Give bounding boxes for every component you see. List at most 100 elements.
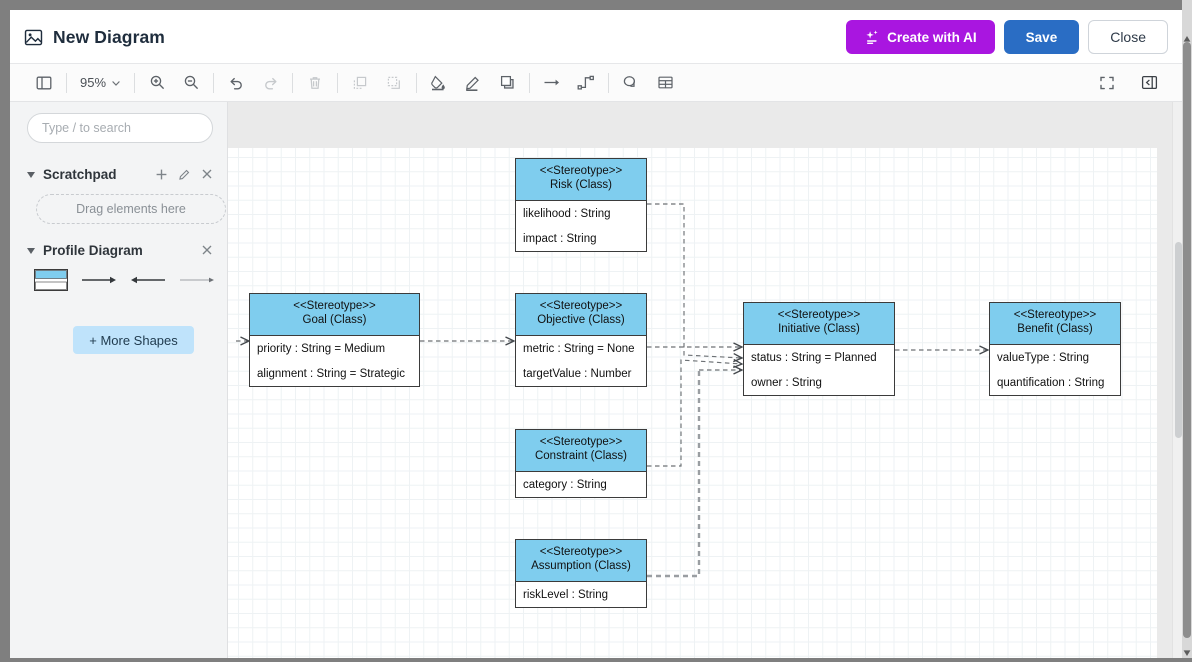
stereotype-label: <<Stereotype>>: [1013, 309, 1097, 321]
connector-constraint-initiative[interactable]: [647, 360, 742, 467]
sparkle-icon: [864, 29, 880, 45]
uml-class-goal[interactable]: <<Stereotype>>Goal (Class) priority : Str…: [249, 293, 420, 387]
plain-line-thumb[interactable]: [179, 273, 215, 291]
class-name-label: Objective (Class): [537, 314, 625, 326]
uml-class-benefit[interactable]: <<Stereotype>> Benefit (Class) valueType :…: [989, 302, 1121, 396]
line-color-icon[interactable]: [459, 69, 487, 97]
uml-class-header-benefit: <<Stereotype>> Benefit (Class): [990, 303, 1120, 345]
canvas-scrollbar[interactable]: [1172, 102, 1182, 658]
uml-class-header-goal: <<Stereotype>>Goal (Class): [250, 294, 419, 336]
more-shapes-button[interactable]: + More Shapes: [73, 326, 194, 354]
stereotype-label: <<Stereotype>>: [777, 309, 861, 321]
shape-palette: [34, 266, 224, 298]
uml-attribute: status : String = Planned: [751, 351, 877, 364]
class-name-label: Risk (Class): [550, 179, 612, 191]
plus-icon[interactable]: [155, 168, 168, 181]
uml-class-header-initiative: <<Stereotype>> Initiative (Class): [744, 303, 894, 345]
header-actions: Create with AI Save Close: [846, 10, 1168, 64]
canvas-scrollbar-thumb[interactable]: [1174, 242, 1182, 438]
chevron-down-icon[interactable]: [27, 247, 35, 254]
toggle-right-panel-icon[interactable]: [1135, 69, 1163, 97]
window-scrollbar-thumb[interactable]: [1183, 42, 1191, 638]
uml-class-header-risk: <<Stereotype>> Risk (Class): [516, 159, 646, 201]
diagram-page: [228, 148, 1157, 658]
uml-attribute: riskLevel : String: [523, 588, 609, 601]
connector-layer: [236, 203, 1172, 578]
close-icon[interactable]: [201, 168, 213, 180]
shapes-sidebar: Scratchpad Drag elements here Profile Di…: [10, 102, 228, 658]
create-with-ai-label: Create with AI: [887, 29, 977, 45]
shadow-icon[interactable]: [493, 69, 521, 97]
diagram-editor-window: New Diagram Create with AI Save Close: [10, 10, 1182, 658]
to-back-icon[interactable]: [380, 69, 408, 97]
stereotype-label: <<Stereotype>>: [539, 165, 623, 177]
uml-attribute: likelihood : String: [523, 207, 611, 220]
chevron-down-icon: [112, 80, 120, 86]
uml-attribute: targetValue : Number: [523, 367, 632, 380]
uml-class-constraint[interactable]: <<Stereotype>> Constraint (Class) category…: [515, 429, 647, 498]
diagram-canvas[interactable]: <<Stereotype>> Risk (Class) likelihood : S…: [228, 102, 1172, 658]
scroll-down-arrow[interactable]: [1183, 644, 1191, 656]
more-shapes-label: + More Shapes: [89, 332, 178, 348]
class-name-label: Initiative (Class): [778, 323, 860, 335]
uml-attribute: quantification : String: [997, 376, 1105, 389]
stereotype-label: <<Stereotype>>: [539, 300, 623, 312]
zoom-out-icon[interactable]: [177, 69, 205, 97]
redo-icon[interactable]: [256, 69, 284, 97]
arrow-right-thumb[interactable]: [81, 273, 117, 291]
save-label: Save: [1025, 29, 1058, 45]
uml-class-assumption[interactable]: <<Stereotype>>Assumption (Class) riskLeve…: [515, 539, 647, 608]
comment-icon[interactable]: [617, 69, 645, 97]
table-icon[interactable]: [651, 69, 679, 97]
app-header: New Diagram Create with AI Save Close: [10, 10, 1182, 64]
arrow-left-thumb[interactable]: [130, 273, 166, 291]
uml-class-risk[interactable]: <<Stereotype>> Risk (Class) likelihood : S…: [515, 158, 647, 252]
pencil-icon[interactable]: [178, 168, 191, 181]
close-button[interactable]: Close: [1088, 20, 1168, 54]
connector-risk-initiative[interactable]: [647, 203, 742, 358]
class-shape-thumb[interactable]: [34, 268, 68, 296]
uml-attribute: impact : String: [523, 232, 597, 245]
page-title: New Diagram: [53, 26, 165, 47]
uml-attribute: owner : String: [751, 376, 822, 389]
class-name-label: Constraint (Class): [534, 450, 628, 462]
fill-color-icon[interactable]: [425, 69, 453, 97]
undo-icon[interactable]: [222, 69, 250, 97]
uml-class-header-assumption: <<Stereotype>>Assumption (Class): [516, 540, 646, 582]
uml-class-header-constraint: <<Stereotype>> Constraint (Class): [516, 430, 646, 472]
waypoint-icon[interactable]: [572, 69, 600, 97]
toggle-left-panel-icon[interactable]: [30, 69, 58, 97]
uml-attribute: category : String: [523, 478, 607, 491]
uml-class-initiative[interactable]: <<Stereotype>> Initiative (Class) status :…: [743, 302, 895, 396]
uml-class-objective[interactable]: <<Stereotype>> Objective (Class) metric : …: [515, 293, 647, 387]
scratchpad-title: Scratchpad: [43, 166, 117, 182]
chevron-down-icon[interactable]: [27, 171, 35, 178]
connector-assumption-initiative[interactable]: [647, 370, 701, 578]
window-scrollbar[interactable]: [1182, 0, 1192, 658]
to-front-icon[interactable]: [346, 69, 374, 97]
scroll-up-arrow[interactable]: [1183, 30, 1191, 42]
scratchpad-section-header[interactable]: Scratchpad: [27, 164, 213, 184]
zoom-in-icon[interactable]: [143, 69, 171, 97]
scratchpad-dropzone[interactable]: Drag elements here: [36, 194, 226, 224]
fullscreen-icon[interactable]: [1093, 69, 1121, 97]
editor-toolbar: 95%: [10, 64, 1182, 102]
close-icon[interactable]: [201, 244, 213, 256]
uml-attribute: metric : String = None: [523, 342, 635, 355]
uml-attribute: alignment : String = Strategic: [257, 367, 405, 380]
uml-attribute: priority : String = Medium: [257, 342, 386, 355]
class-name-label: Goal (Class): [302, 314, 367, 326]
title-area: New Diagram: [24, 10, 165, 64]
profile-diagram-section-header[interactable]: Profile Diagram: [27, 240, 213, 260]
create-with-ai-button[interactable]: Create with AI: [846, 20, 995, 54]
delete-icon[interactable]: [301, 69, 329, 97]
zoom-level-value: 95%: [80, 75, 107, 90]
class-name-label: Assumption (Class): [531, 560, 631, 572]
uml-attribute: valueType : String: [997, 351, 1090, 364]
class-name-label: Benefit (Class): [1017, 323, 1093, 335]
save-button[interactable]: Save: [1003, 20, 1080, 54]
zoom-level-dropdown[interactable]: 95%: [72, 70, 129, 96]
stereotype-label: <<Stereotype>>: [539, 436, 623, 448]
search-input[interactable]: [27, 113, 213, 143]
arrow-connector-icon[interactable]: [538, 69, 566, 97]
